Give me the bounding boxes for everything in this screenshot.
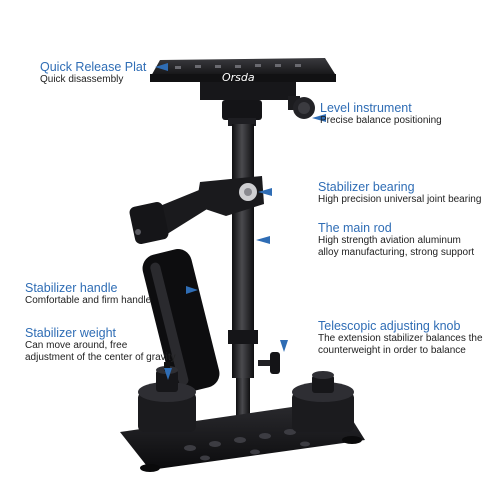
telescopic-knob — [258, 352, 280, 374]
label-stabilizer-weight: Stabilizer weight Can move around, free … — [25, 326, 176, 363]
label-desc: Comfortable and firm handle — [25, 295, 152, 307]
pointer-arrows — [155, 63, 326, 380]
label-title: Stabilizer bearing — [318, 180, 415, 194]
quick-release-plate — [150, 58, 336, 100]
label-level-instrument: Level instrument Precise balance positio… — [320, 101, 442, 127]
label-quick-release: Quick Release Plat Quick disassembly — [40, 60, 146, 86]
counterweight-right — [292, 371, 354, 432]
label-desc: Precise balance positioning — [320, 115, 442, 127]
label-desc-line1: High strength aviation aluminum — [318, 235, 461, 247]
label-desc: Quick disassembly — [40, 74, 124, 86]
label-title: Stabilizer handle — [25, 281, 118, 295]
label-telescopic-knob: Telescopic adjusting knob The extension … — [318, 319, 483, 356]
label-desc-line2: counterweight in order to balance — [318, 344, 466, 356]
label-title: The main rod — [318, 221, 392, 235]
label-desc: High precision universal joint bearing — [318, 194, 482, 206]
label-stabilizer-handle: Stabilizer handle Comfortable and firm h… — [25, 281, 151, 307]
label-desc-line1: Can move around, free — [25, 340, 128, 352]
counterweight-left — [138, 362, 196, 432]
brand-logo: Orsda — [222, 71, 255, 84]
label-desc-line2: adjustment of the center of gravity — [25, 351, 176, 363]
label-title: Quick Release Plat — [40, 60, 147, 74]
label-stabilizer-bearing: Stabilizer bearing High precision univer… — [318, 180, 481, 206]
label-title: Stabilizer weight — [25, 326, 117, 340]
label-desc-line2: alloy manufacturing, strong support — [318, 246, 475, 258]
label-title: Level instrument — [320, 101, 412, 115]
label-main-rod: The main rod High strength aviation alum… — [318, 221, 474, 258]
label-title: Telescopic adjusting knob — [318, 319, 461, 333]
level-knob — [288, 96, 315, 119]
label-desc-line1: The extension stabilizer balances the — [318, 333, 483, 345]
